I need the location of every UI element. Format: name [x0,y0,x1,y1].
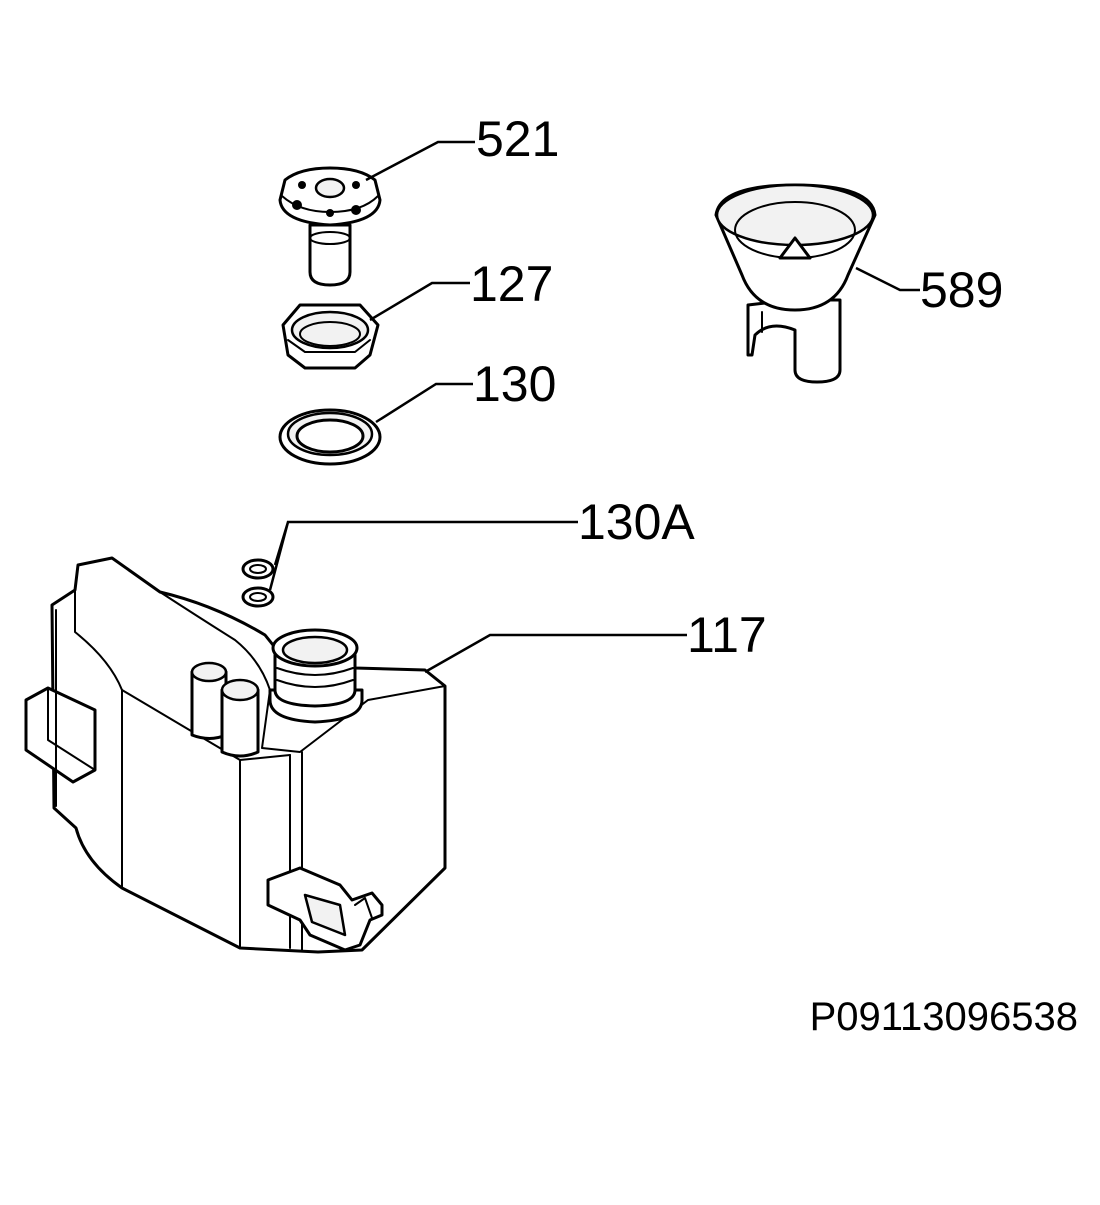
callout-117: 117 [687,607,767,663]
leader-117 [424,633,687,674]
callout-130: 130 [473,356,556,412]
callout-127: 127 [470,256,553,312]
leader-130 [375,382,473,424]
leader-589 [855,266,920,292]
leader-130a [268,520,578,591]
callout-589: 589 [920,262,1003,318]
callout-521: 521 [476,111,559,167]
leader-127 [369,281,470,322]
part-130-seal-ring [278,408,382,466]
leader-lines [268,140,920,674]
drawing-code: P09113096538 [810,995,1078,1039]
leader-521 [365,140,475,182]
part-127-hex-nut [281,303,380,370]
callout-130a: 130A [578,494,695,550]
part-130a-o-rings [241,558,275,608]
part-521-cap [278,166,382,287]
part-589-funnel [714,183,877,384]
part-117-container [24,556,447,954]
callout-labels: 521 127 130 589 130A 117 [470,111,1003,663]
